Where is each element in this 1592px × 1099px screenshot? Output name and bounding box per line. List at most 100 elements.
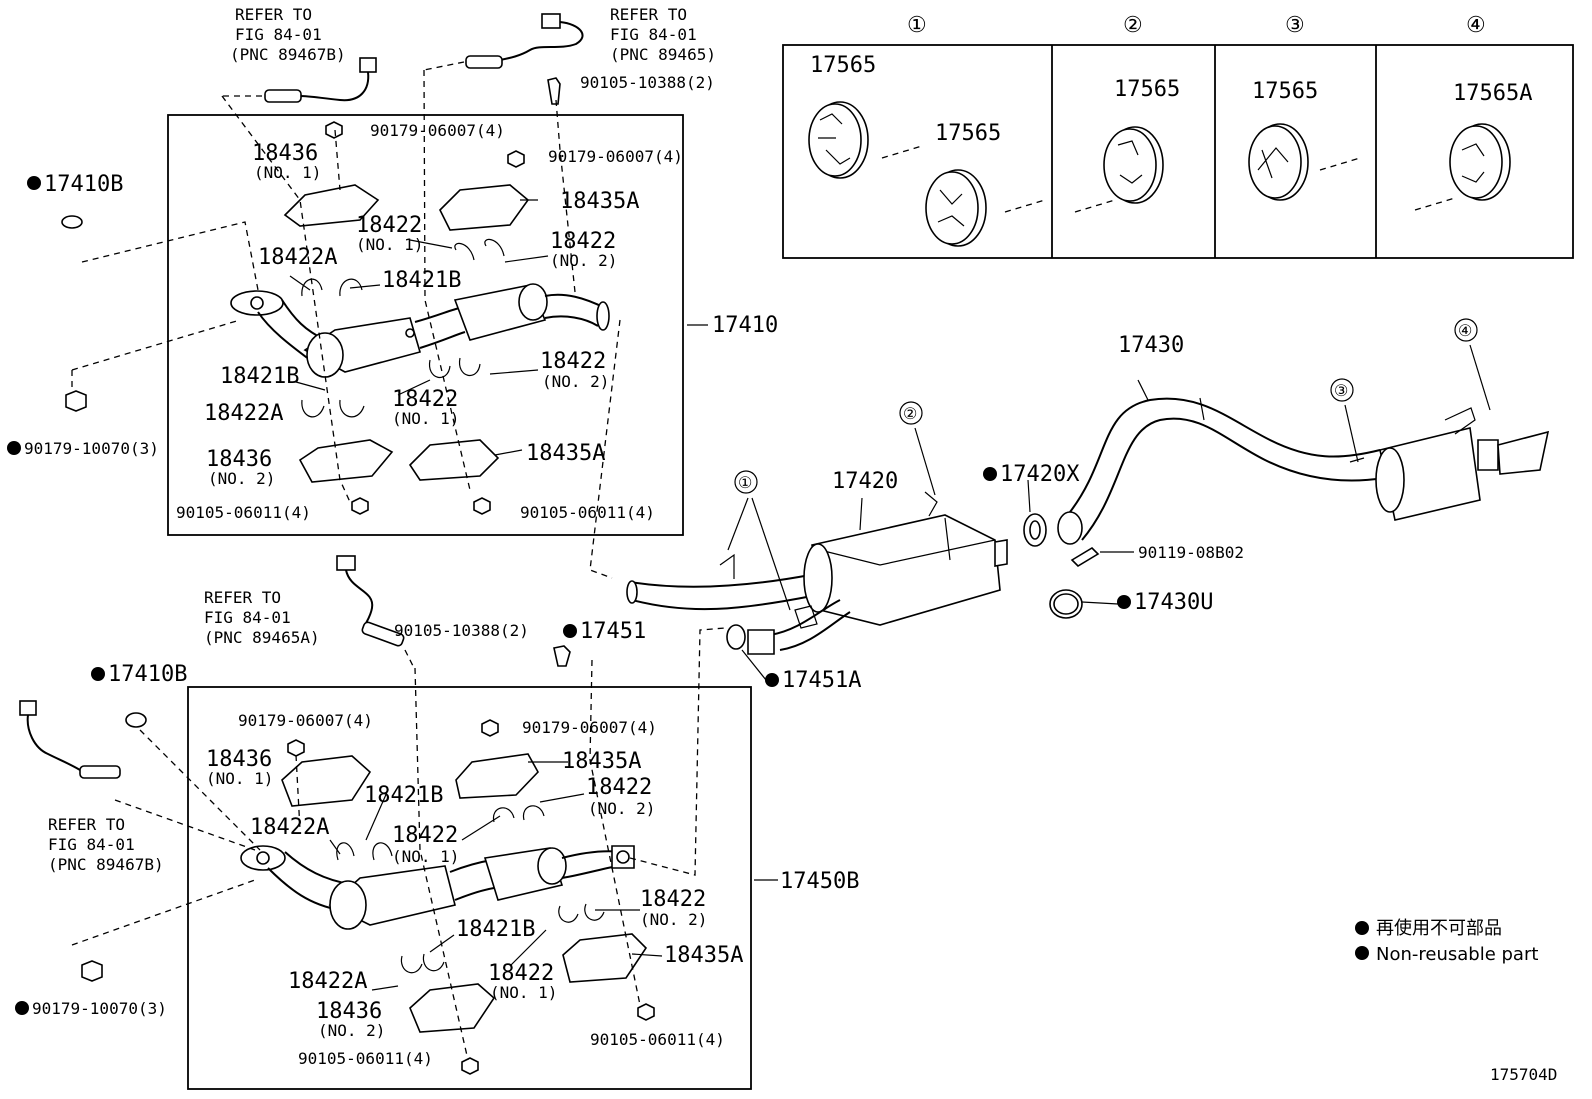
lower-front-pipe bbox=[240, 845, 635, 930]
label-upper-assembly: 17410 bbox=[712, 313, 778, 338]
hanger-header-4: ④ bbox=[1466, 13, 1486, 38]
hanger-label-1b: 17565 bbox=[935, 121, 1001, 146]
lower-bolts-nuts bbox=[81, 645, 655, 1075]
callout-circle-4 bbox=[1454, 318, 1478, 342]
label-upper-shield-a-top: 18435A bbox=[560, 189, 639, 214]
callout-circle-3 bbox=[1330, 378, 1354, 402]
label-17420X: 17420X bbox=[1000, 462, 1080, 487]
hanger-rubber-1b bbox=[925, 169, 1046, 247]
hanger-label-2: 17565 bbox=[1114, 77, 1180, 102]
upper-bolts-nuts bbox=[61, 77, 561, 515]
refer-lower-left-l3: (PNC 89467B) bbox=[48, 855, 164, 874]
oxygen-sensor-top-right bbox=[423, 13, 584, 71]
label-lower-bolt-right: 90105-06011(4) bbox=[590, 1030, 725, 1049]
label-upper-bracket2: 18422 bbox=[550, 229, 616, 254]
hanger-rubber-4 bbox=[1414, 123, 1511, 211]
label-lower-bracket2-sub: (NO. 1) bbox=[392, 847, 459, 866]
label-lower-bolt-top: 90105-10388(2) bbox=[394, 621, 529, 640]
refer-top-left-l3: (PNC 89467B) bbox=[230, 45, 346, 64]
label-lower-clamp-a2: 18422A bbox=[288, 969, 367, 994]
label-lower-band2: 18421B bbox=[456, 917, 535, 942]
hanger-rubber-2 bbox=[1074, 126, 1164, 213]
hanger-header-3: ③ bbox=[1285, 13, 1305, 38]
oxygen-sensor-lower-left bbox=[19, 700, 121, 779]
label-upper-bracket3-sub: (NO. 2) bbox=[542, 372, 609, 391]
label-lower-insul2: 18436 bbox=[316, 999, 382, 1024]
refer-top-right-l1: REFER TO bbox=[610, 5, 687, 24]
label-upper-bolt-left: 90105-06011(4) bbox=[176, 503, 311, 522]
callout-3: ③ bbox=[1334, 381, 1348, 400]
callout-4: ④ bbox=[1458, 321, 1472, 340]
hanger-rubber-1a bbox=[808, 101, 923, 179]
label-upper-bracket4: 18422 bbox=[392, 387, 458, 412]
refer-mid-l2: FIG 84-01 bbox=[204, 608, 291, 627]
rear-callout-leaders bbox=[687, 324, 1491, 881]
lower-group-box bbox=[187, 686, 752, 1090]
label-lower-shield-a-top: 18435A bbox=[562, 749, 641, 774]
callout-circle-1 bbox=[734, 470, 758, 494]
label-lower-bolt-left: 90105-06011(4) bbox=[298, 1049, 433, 1068]
label-upper-clamp-a1: 18422A bbox=[258, 245, 337, 270]
label-upper-shield-a-bot: 18435A bbox=[526, 441, 605, 466]
label-upper-17410B: 17410B bbox=[44, 172, 123, 197]
label-upper-bracket4-sub: (NO. 1) bbox=[392, 409, 459, 428]
label-lower-insul1-sub: (NO. 1) bbox=[206, 769, 273, 788]
lower-leaders bbox=[71, 627, 726, 1061]
hanger-label-1a: 17565 bbox=[810, 53, 876, 78]
label-upper-clamp-a2: 18422A bbox=[204, 401, 283, 426]
label-lower-assembly: 17450B bbox=[780, 869, 859, 894]
label-upper-bracket1: 18422 bbox=[356, 213, 422, 238]
label-17430U: 17430U bbox=[1134, 590, 1213, 615]
legend-dot-en bbox=[1355, 946, 1369, 960]
label-upper-insul1-sub: (NO. 1) bbox=[254, 163, 321, 182]
lower-heat-insulators bbox=[281, 753, 648, 1033]
label-upper-bracket3: 18422 bbox=[540, 349, 606, 374]
refer-lower-left-l2: FIG 84-01 bbox=[48, 835, 135, 854]
label-upper-bolt-right: 90105-06011(4) bbox=[520, 503, 655, 522]
rear-gaskets-clamp bbox=[726, 513, 1100, 650]
tail-pipe-assembly bbox=[1057, 397, 1550, 545]
label-upper-bolt-top: 90105-10388(2) bbox=[580, 73, 715, 92]
hanger-header-2: ② bbox=[1123, 13, 1143, 38]
label-lower-clamp-a1: 18422A bbox=[250, 815, 329, 840]
hanger-label-4: 17565A bbox=[1453, 81, 1532, 106]
hanger-rubber-3 bbox=[1248, 123, 1361, 201]
label-upper-nut-top2: 90179-06007(4) bbox=[548, 147, 683, 166]
non-reusable-mark-17451A bbox=[765, 673, 779, 687]
oxygen-sensor-top-left bbox=[222, 57, 377, 103]
hanger-header-1: ① bbox=[907, 13, 927, 38]
label-leaders bbox=[289, 199, 663, 991]
callout-1: ① bbox=[738, 473, 752, 492]
upper-leaders bbox=[71, 69, 621, 579]
non-reusable-mark-17451 bbox=[563, 624, 577, 638]
label-lower-bracket4-sub: (NO. 1) bbox=[490, 983, 557, 1002]
legend-dot-jp bbox=[1355, 921, 1369, 935]
label-lower-insul2-sub: (NO. 2) bbox=[318, 1021, 385, 1040]
refer-top-left-l2: FIG 84-01 bbox=[235, 25, 322, 44]
label-upper-nut-top1: 90179-06007(4) bbox=[370, 121, 505, 140]
callout-circle-2 bbox=[899, 401, 923, 425]
upper-group-box bbox=[167, 114, 684, 536]
label-lower-nut-top2: 90179-06007(4) bbox=[522, 718, 657, 737]
label-lower-bracket4: 18422 bbox=[488, 961, 554, 986]
label-upper-bracket1-sub: (NO. 1) bbox=[356, 235, 423, 254]
label-lower-bracket3-sub: (NO. 2) bbox=[640, 910, 707, 929]
upper-brackets bbox=[301, 238, 505, 418]
label-upper-insul2-sub: (NO. 2) bbox=[208, 469, 275, 488]
label-17420: 17420 bbox=[832, 469, 898, 494]
refer-top-right-l3: (PNC 89465) bbox=[610, 45, 716, 64]
upper-heat-insulators bbox=[283, 184, 530, 483]
label-lower-17451: 17451 bbox=[580, 619, 646, 644]
callout-2: ② bbox=[903, 404, 917, 423]
non-reusable-mark-17410B-bot bbox=[91, 667, 105, 681]
oxygen-sensor-mid bbox=[336, 555, 416, 671]
label-17451A: 17451A bbox=[782, 668, 861, 693]
non-reusable-mark-90179-10070-top bbox=[7, 441, 21, 455]
label-lower-shield-a-bot: 18435A bbox=[664, 943, 743, 968]
refer-top-left-l1: REFER TO bbox=[235, 5, 312, 24]
lower-brackets bbox=[336, 805, 605, 974]
non-reusable-mark-17410B-top bbox=[27, 176, 41, 190]
front-muffler-assembly bbox=[626, 491, 1008, 655]
label-lower-90179-10070: 90179-10070(3) bbox=[32, 999, 167, 1018]
